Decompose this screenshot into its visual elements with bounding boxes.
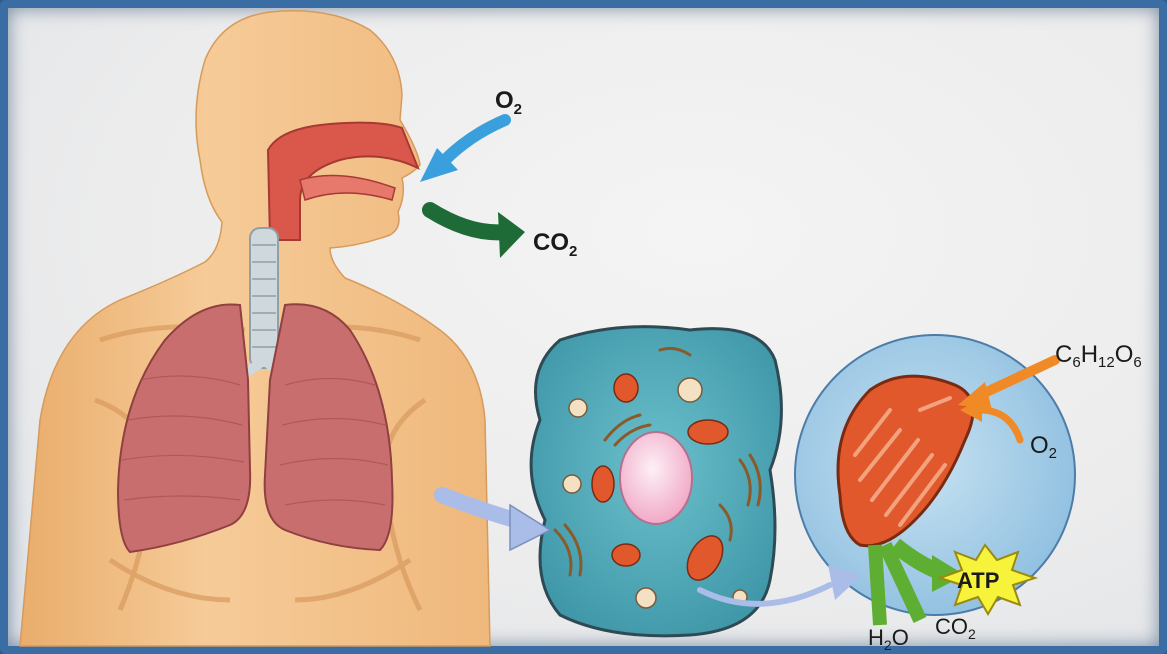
- exhale-co2-arrow: [430, 210, 525, 258]
- inhale-o2-label: O2: [495, 87, 522, 118]
- cell-co2-label: CO2: [935, 614, 976, 642]
- nucleus: [620, 432, 692, 524]
- glucose-label: C6H12O6: [1055, 341, 1142, 371]
- human-torso: [20, 11, 490, 646]
- h2o-label: H2O: [868, 625, 909, 653]
- exhale-co2-label: CO2: [533, 229, 577, 260]
- atp-label: ATP: [957, 568, 999, 593]
- inhale-o2-arrow: [420, 120, 505, 182]
- body-cell: [531, 327, 781, 636]
